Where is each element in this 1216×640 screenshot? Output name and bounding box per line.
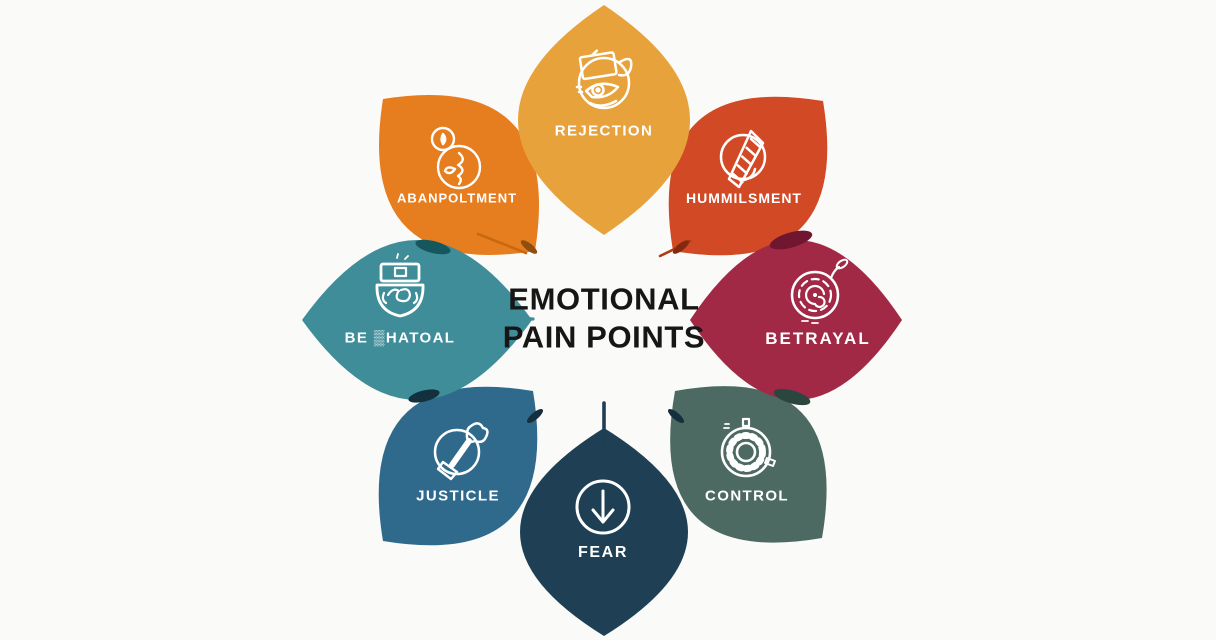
petal-label-justicle: JUSTICLE [416, 487, 500, 505]
petal-shape-justicle [378, 386, 538, 546]
clipboard-eye-icon [575, 49, 633, 110]
down-arrow-circle-icon [575, 479, 631, 535]
page-title: EMOTIONAL PAIN POINTS [503, 281, 705, 358]
petal-label-betrayal: BETRAYAL [765, 329, 871, 348]
hatched-wedge-circle-icon [719, 129, 767, 189]
petal-shape-rejection [518, 5, 690, 235]
petal-label-rejection: REJECTION [554, 122, 654, 140]
flame-scribble-circles-icon [430, 126, 482, 190]
lock-mask-icon [375, 253, 425, 318]
petal-label-abanpoltment: ABANPOLTMENT [396, 190, 518, 206]
petal-label-fear: FEAR [578, 544, 628, 561]
petal-label-control: CONTROL [705, 487, 789, 505]
page-title-line1: EMOTIONAL [508, 281, 700, 317]
tick-dial-icon [720, 417, 776, 478]
spiral-maze-icon [790, 258, 849, 324]
petal-label-behatoal: BE ▒HATOAL [344, 329, 456, 347]
page-title-line2: PAIN POINTS [502, 320, 706, 355]
petal-shape-behatoal [302, 240, 532, 400]
gavel-circle-icon [433, 422, 489, 481]
petal-shape-betrayal [690, 240, 902, 400]
petal-shape-control [670, 386, 827, 543]
petal-overlap-shadows [408, 230, 813, 423]
petal-label-hummilsment: HUMMILSMENT [686, 190, 802, 206]
petal-shape-hummilsment [668, 96, 828, 256]
